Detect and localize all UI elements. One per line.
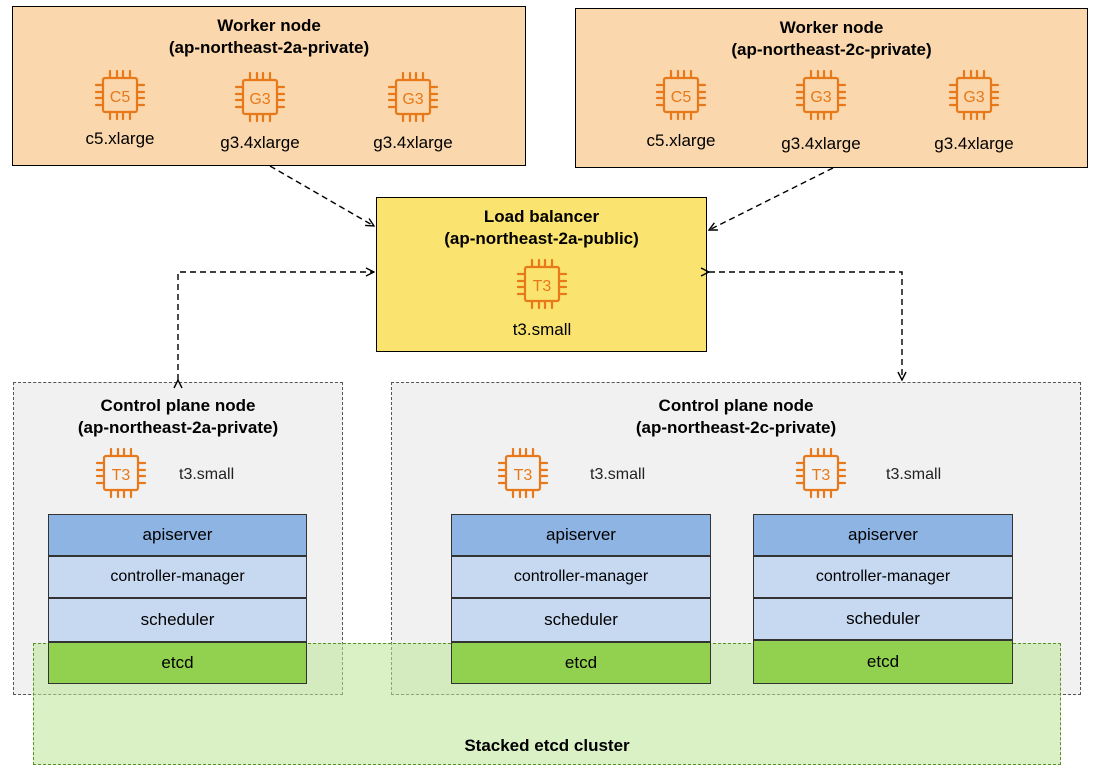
- title-line2: (ap-northeast-2a-private): [168, 38, 370, 57]
- instance-label: t3.small: [886, 466, 942, 483]
- load-balancer-title: Load balancer (ap-northeast-2a-public): [377, 206, 706, 250]
- apiserver-block: apiserver: [451, 514, 711, 556]
- lb-to-control-plane-2c-arrow: [709, 272, 902, 380]
- title-line2: (ap-northeast-2c-private): [635, 418, 837, 437]
- instance-label: c5.xlarge: [646, 131, 716, 150]
- stacked-etcd-cluster-label: Stacked etcd cluster: [464, 736, 630, 755]
- title-line1: Worker node: [217, 16, 321, 35]
- svg-text:C5: C5: [110, 89, 131, 106]
- svg-text:C5: C5: [671, 89, 692, 106]
- instance-label: t3.small: [179, 466, 235, 483]
- etcd-block: etcd: [48, 642, 307, 684]
- lb-to-control-plane-2a-arrow: [178, 272, 374, 380]
- instance-label: c5.xlarge: [85, 129, 155, 148]
- scheduler-block: scheduler: [753, 598, 1013, 640]
- ec2-instance-icon: G3: [233, 70, 287, 124]
- worker-node-2c-title: Worker node (ap-northeast-2c-private): [576, 17, 1087, 61]
- instance-label: t3.small: [590, 466, 646, 483]
- controller-manager-block: controller-manager: [753, 556, 1013, 598]
- svg-text:T3: T3: [812, 467, 831, 484]
- worker-node-2a: Worker node (ap-northeast-2a-private) C5…: [12, 6, 526, 166]
- worker-2a-to-lb-arrow: [269, 165, 374, 226]
- svg-text:T3: T3: [112, 467, 131, 484]
- ec2-instance-icon: C5: [654, 68, 708, 122]
- controller-manager-block: controller-manager: [451, 556, 711, 598]
- etcd-block: etcd: [451, 642, 711, 684]
- scheduler-block: scheduler: [48, 598, 307, 642]
- worker-node-2a-title: Worker node (ap-northeast-2a-private): [13, 15, 525, 59]
- title-line1: Control plane node: [100, 396, 256, 415]
- instance-label: g3.4xlarge: [934, 134, 1014, 153]
- svg-text:G3: G3: [402, 91, 423, 108]
- ec2-instance-icon: T3: [794, 446, 848, 500]
- ec2-instance-icon: G3: [794, 68, 848, 122]
- instance-label: g3.4xlarge: [373, 133, 453, 152]
- controller-manager-block: controller-manager: [48, 556, 307, 598]
- svg-text:G3: G3: [249, 91, 270, 108]
- title-line2: (ap-northeast-2c-private): [731, 40, 932, 59]
- title-line1: Control plane node: [658, 396, 814, 415]
- worker-2c-to-lb-arrow: [709, 167, 834, 230]
- ec2-instance-icon: T3: [496, 446, 550, 500]
- svg-text:T3: T3: [514, 467, 533, 484]
- title-line1: Load balancer: [483, 207, 600, 226]
- instance-label: g3.4xlarge: [220, 133, 300, 152]
- etcd-block: etcd: [753, 640, 1013, 684]
- control-plane-2a-title: Control plane node (ap-northeast-2a-priv…: [14, 395, 342, 439]
- title-line1: Worker node: [779, 18, 884, 37]
- svg-text:G3: G3: [963, 89, 984, 106]
- control-plane-2c-title: Control plane node (ap-northeast-2c-priv…: [392, 395, 1080, 439]
- ec2-instance-icon: G3: [386, 70, 440, 124]
- ec2-instance-icon: T3: [94, 446, 148, 500]
- apiserver-block: apiserver: [753, 514, 1013, 556]
- title-line2: (ap-northeast-2a-public): [444, 229, 639, 248]
- scheduler-block: scheduler: [451, 598, 711, 642]
- ec2-instance-icon: G3: [947, 68, 1001, 122]
- ec2-instance-icon: T3: [515, 257, 569, 311]
- instance-label: t3.small: [512, 320, 572, 339]
- worker-node-2c: Worker node (ap-northeast-2c-private) C5…: [575, 8, 1088, 168]
- apiserver-block: apiserver: [48, 514, 307, 556]
- svg-text:G3: G3: [810, 89, 831, 106]
- ec2-instance-icon: C5: [93, 68, 147, 122]
- svg-text:T3: T3: [533, 278, 552, 295]
- instance-label: g3.4xlarge: [781, 134, 861, 153]
- title-line2: (ap-northeast-2a-private): [77, 418, 279, 437]
